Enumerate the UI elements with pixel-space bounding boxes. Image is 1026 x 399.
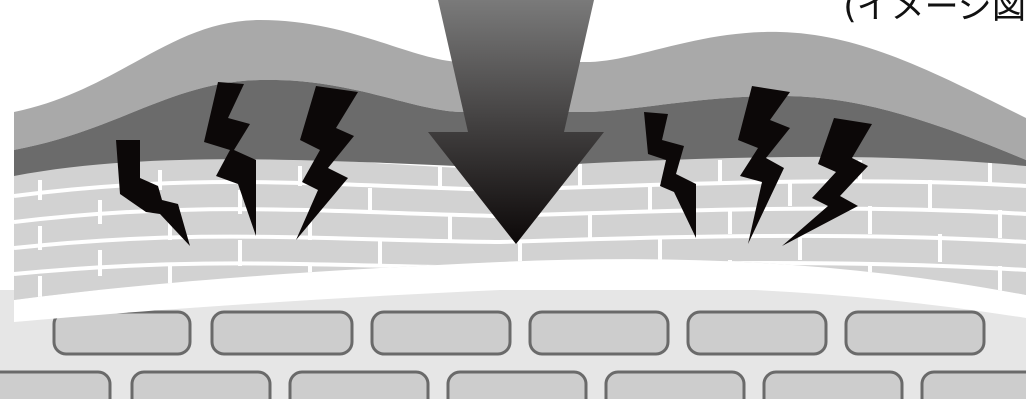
cell xyxy=(0,372,110,399)
cell xyxy=(448,372,586,399)
cell xyxy=(212,312,352,354)
cell xyxy=(764,372,902,399)
cell xyxy=(688,312,826,354)
cell xyxy=(132,372,270,399)
caption-text: (イメージ図 xyxy=(843,0,1026,24)
cell xyxy=(54,312,190,354)
cell xyxy=(922,372,1026,399)
cell xyxy=(606,372,744,399)
cell xyxy=(530,312,668,354)
cell xyxy=(846,312,984,354)
cell xyxy=(290,372,428,399)
cell xyxy=(372,312,510,354)
